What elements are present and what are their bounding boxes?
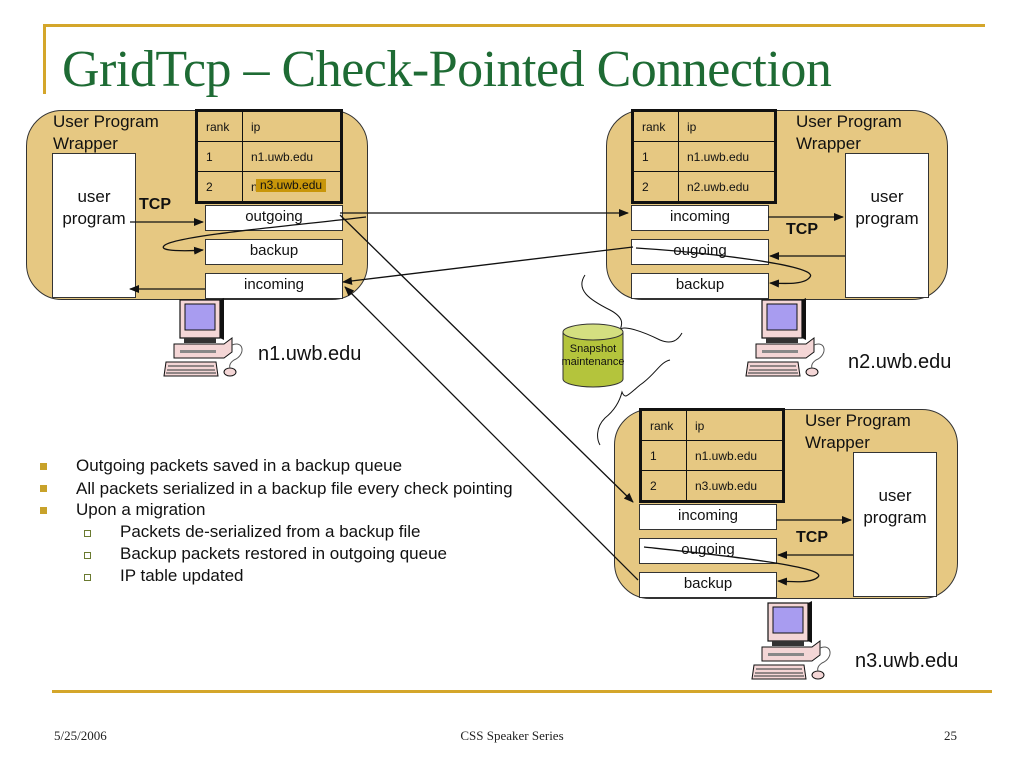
n2-wrapper-label: User Program Wrapper: [796, 111, 902, 155]
footer-date: 5/25/2006: [54, 728, 107, 743]
bullet-text: Backup packets restored in outgoing queu…: [120, 544, 448, 563]
n1-wrapper-label-line2: Wrapper: [53, 134, 118, 153]
n2-user-program: user program: [845, 153, 929, 298]
bullet-item: Upon a migration: [36, 499, 546, 521]
n3-host-label: n3.uwb.edu: [855, 650, 959, 672]
n1-user-program-line1: user: [77, 187, 111, 206]
sub-bullet-item: Backup packets restored in outgoing queu…: [36, 543, 546, 565]
bullet-text: Upon a migration: [76, 500, 206, 519]
n1-computer-icon: [163, 297, 243, 377]
n2-wrapper-label-line2: Wrapper: [796, 134, 861, 153]
n3-wrapper-label-line2: Wrapper: [805, 433, 870, 452]
n3-wrapper-label-line1: User Program: [805, 411, 911, 430]
n2-wrapper-label-line1: User Program: [796, 112, 902, 131]
n1-wrapper-label-line1: User Program: [53, 112, 159, 131]
header-rank: rank: [196, 110, 243, 142]
sub-bullet-box-icon: [84, 574, 91, 581]
n2-user-program-line2: program: [855, 209, 919, 228]
bullet-text: Outgoing packets saved in a backup queue: [76, 456, 403, 475]
bullet-item: Outgoing packets saved in a backup queue: [36, 455, 546, 477]
lower-brace: [597, 359, 671, 446]
n2-computer-icon: [745, 297, 825, 377]
n1-incoming-queue: incoming: [205, 273, 343, 299]
cell-ip: n1.uwb.edu: [242, 141, 342, 172]
n2-outgoing-to-backup-arrow: [635, 247, 811, 288]
bullet-text: Packets de-serialized from a backup file: [120, 522, 421, 541]
n1-to-n3-arrow: [339, 214, 634, 503]
n3-wrapper-label: User Program Wrapper: [805, 410, 911, 454]
bullet-text: IP table updated: [120, 566, 244, 585]
title-side-rule: [43, 24, 46, 94]
cell-ip: n2.uwb.edu: [678, 171, 776, 203]
n2-to-n1-arrow: [342, 246, 634, 285]
bullet-text: All packets serialized in a backup file …: [76, 479, 513, 498]
n3-user-program-line2: program: [863, 508, 927, 527]
header-rank: rank: [640, 409, 687, 441]
slide-title: GridTcp – Check-Pointed Connection: [62, 41, 832, 98]
snapshot-label: Snapshot maintenance: [548, 343, 638, 369]
n2-host-label: n2.uwb.edu: [848, 351, 952, 373]
n3-incoming-queue: incoming: [639, 504, 777, 530]
n1-user-program: user program: [52, 153, 136, 298]
n1-outgoing-to-backup-arrow: [162, 216, 367, 255]
n2-tcp-label: TCP: [786, 221, 818, 238]
header-ip: ip: [678, 110, 776, 142]
bullet-item: All packets serialized in a backup file …: [36, 477, 546, 499]
sub-bullet-item: IP table updated: [36, 565, 546, 587]
n3-to-n1-arrow: [344, 286, 639, 581]
footer-center: CSS Speaker Series: [460, 728, 564, 743]
n3-outgoing-queue: ougoing: [639, 538, 777, 564]
cell-ip: n3.uwb.edu: [686, 470, 784, 502]
n3-tcp-label: TCP: [796, 529, 828, 546]
n2-incoming-queue: incoming: [631, 205, 769, 231]
n3-outgoing-to-backup-arrow: [643, 546, 820, 586]
n1-outgoing-queue: outgoing: [205, 205, 343, 231]
n1-backup-queue: backup: [205, 239, 343, 265]
n1-host-label: n1.uwb.edu: [258, 343, 362, 365]
n2-user-program-line1: user: [870, 187, 904, 206]
snapshot-label-line2: maintenance: [561, 356, 625, 368]
sub-bullet-item: Packets de-serialized from a backup file: [36, 521, 546, 543]
sub-bullet-box-icon: [84, 552, 91, 559]
n1-ip-update-highlight: n3.uwb.edu: [256, 179, 327, 192]
snapshot-label-line1: Snapshot: [569, 343, 617, 355]
n2-backup-queue: backup: [631, 273, 769, 299]
cell-rank: 2: [196, 171, 243, 203]
title-rule: [43, 24, 985, 27]
bullet-square-icon: [40, 485, 47, 492]
footer-page-number: 25: [944, 728, 957, 743]
n1-tcp-label: TCP: [139, 196, 171, 213]
cell-rank: 1: [640, 440, 687, 471]
snapshot-database-icon: [562, 323, 624, 388]
n3-user-program-line1: user: [878, 486, 912, 505]
bullet-list: Outgoing packets saved in a backup queue…: [36, 455, 546, 587]
sub-bullet-box-icon: [84, 530, 91, 537]
n1-wrapper-label: User Program Wrapper: [53, 111, 159, 155]
n1-user-program-line2: program: [62, 209, 126, 228]
footer-rule: [52, 690, 992, 693]
n3-backup-queue: backup: [639, 572, 777, 598]
bullet-square-icon: [40, 507, 47, 514]
bullet-square-icon: [40, 463, 47, 470]
n3-computer-icon: [751, 600, 831, 680]
n3-user-program: user program: [853, 452, 937, 597]
cell-ip: n1.uwb.edu: [686, 440, 784, 471]
